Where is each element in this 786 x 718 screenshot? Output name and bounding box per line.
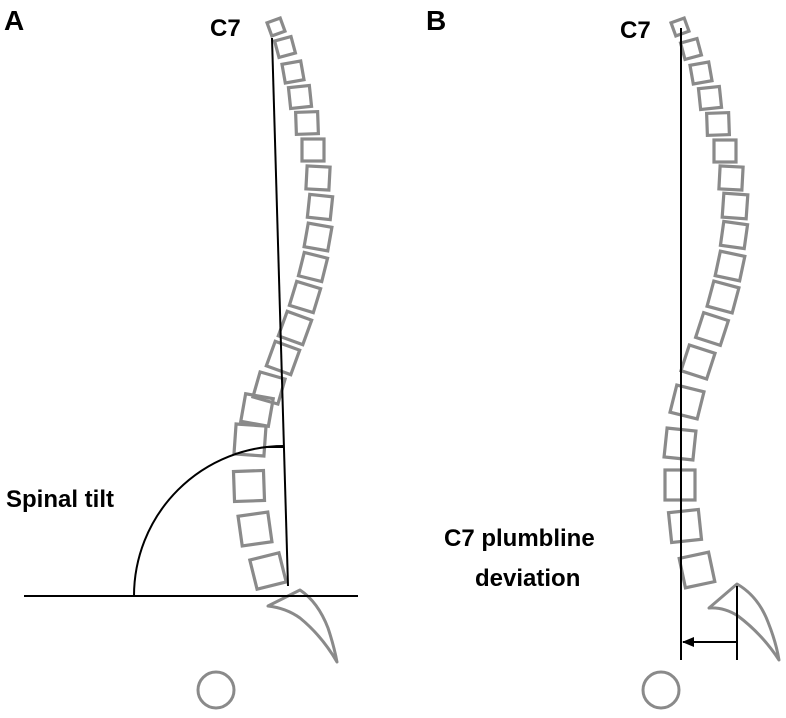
panel-a-spine (231, 15, 335, 592)
panel-b-vertebra (678, 342, 718, 382)
panel-a-vertebra (280, 59, 306, 85)
panel-b-vertebra (678, 36, 704, 62)
panel-a-c7-label: C7 (210, 15, 241, 42)
panel-b-plumbline-label-line1: C7 plumbline (444, 525, 595, 552)
panel-a-vertebra (247, 550, 289, 592)
panel-a-vertebra (231, 468, 267, 504)
panel-a-femoral-head (196, 670, 236, 710)
panel-b-plumbline-label-line2: deviation (475, 565, 580, 592)
panel-b-vertebra (693, 310, 731, 348)
panel-b-vertebra (704, 110, 732, 138)
panel-b-c7-label: C7 (620, 17, 651, 44)
panel-a-vertebra (272, 34, 298, 60)
panel-a-c7-tilt-line (271, 37, 289, 587)
panel-b-vertebra (677, 550, 717, 590)
panel-a-letter: A (4, 5, 24, 36)
panel-a-vertebra (305, 192, 335, 222)
panel-a-vertebra (300, 137, 326, 163)
panel-b-vertebra (688, 60, 714, 86)
panel-b: B C7 C7 plumbline deviation (426, 5, 781, 710)
panel-b-sacrum (707, 582, 781, 662)
panel-b-vertebra (666, 507, 704, 545)
panel-a-vertebra (286, 83, 314, 111)
panel-a-vertebra (264, 15, 288, 39)
panel-b-vertebra (717, 164, 745, 192)
panel-a-tilt-angle-arc (133, 445, 285, 597)
panel-a-vertebra (287, 279, 323, 315)
panel-a: A C7 Spinal tilt (4, 5, 358, 710)
panel-b-vertebra (713, 249, 747, 283)
panel-a-vertebra (296, 250, 330, 284)
panel-b-vertebra (668, 383, 706, 421)
panel-a-sacrum (266, 588, 339, 664)
panel-b-spine (662, 15, 750, 590)
panel-a-vertebra (264, 339, 302, 377)
panel-b-vertebra (712, 138, 738, 164)
panel-b-vertebra (696, 84, 724, 112)
panel-b-vertebra (668, 15, 692, 39)
panel-b-vertebra (705, 279, 741, 315)
panel-a-spinal-tilt-label: Spinal tilt (6, 486, 114, 513)
panel-a-vertebra (304, 164, 332, 192)
panel-a-vertebra (232, 422, 268, 458)
panel-b-letter: B (426, 5, 446, 36)
panel-a-vertebra (276, 309, 314, 347)
panel-a-vertebra (236, 510, 274, 548)
panel-a-vertebra (302, 221, 334, 253)
panel-a-vertebra (293, 109, 321, 137)
panel-b-vertebra (720, 191, 750, 221)
panel-b-vertebra (718, 219, 750, 251)
panel-b-femoral-head (641, 670, 681, 710)
